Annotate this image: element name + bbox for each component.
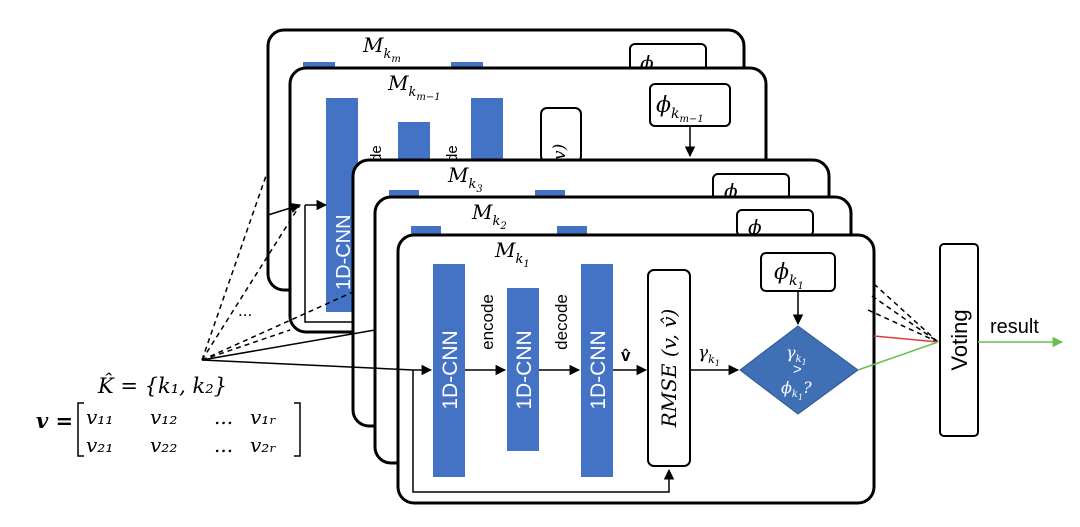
cnn-block-km1-3	[471, 98, 503, 162]
voting-connections	[857, 283, 939, 371]
cnn-label-k1-2: 1D-CNN	[513, 330, 536, 409]
encode-label-km1: de	[368, 145, 385, 162]
cnn-label-k1-3: 1D-CNN	[587, 330, 610, 409]
cnn-label-km1-1: 1D-CNN	[333, 214, 355, 290]
diamond-gamma: γk1	[786, 343, 807, 367]
threshold-label-k1: ϕk1	[774, 260, 804, 292]
cnn-block-km1-2	[398, 122, 430, 162]
matrix-cell: v₂₁	[86, 433, 113, 457]
threshold-label-k2: ϕ	[748, 215, 762, 239]
matrix-cell: ...	[214, 405, 233, 429]
cards-ellipsis: ...	[238, 301, 252, 320]
matrix-cell: v₁₂	[150, 405, 177, 429]
model-title-k2: Mk2	[471, 200, 507, 232]
model-title-k3: Mk3	[447, 163, 483, 195]
cnn-block-k2-1	[411, 226, 441, 236]
rmse-box	[647, 269, 691, 467]
rmse-label-km1: v)	[550, 144, 570, 160]
cnn-block-k3-1	[389, 190, 419, 200]
gamma-label: γk1	[698, 343, 720, 368]
vote-line-red	[873, 335, 939, 343]
diamond-phi: ϕk1?	[781, 378, 812, 402]
matrix-bracket-left	[77, 402, 84, 457]
cnn-block-k2-2	[557, 226, 587, 236]
voting-box: Voting	[939, 243, 979, 437]
matrix-cell: v₁ᵣ	[250, 405, 276, 429]
threshold-label-km1: ϕkm−1	[656, 93, 704, 125]
model-card-k1: Mk1 1D-CNN 1D-CNN 1D-CNN encode decode v…	[396, 233, 876, 505]
cnn-block-k1-latent	[507, 288, 539, 451]
matrix-cell: v₁₁	[86, 405, 113, 429]
khat-set-label: K̂ = {k₁, k₂}	[97, 374, 227, 398]
rmse-label: RMSE (v, v̂)	[657, 309, 681, 429]
input-notation: K̂ = {k₁, k₂} v = v₁₁ v₁₂ ... v₁ᵣ v₂₁ v₂…	[36, 374, 301, 457]
matrix-cell: v₂₂	[150, 433, 177, 457]
cnn-block-k1-encoder	[433, 264, 465, 477]
model-title-km: Mkm	[362, 33, 401, 65]
result-label: result	[990, 316, 1039, 338]
model-title-km1: Mkm−1	[387, 71, 441, 103]
matrix-cell: ...	[214, 433, 233, 457]
model-title-k1: Mk1	[494, 238, 530, 270]
matrix-cell: v₂ᵣ	[250, 433, 276, 457]
matrix-bracket-right	[294, 402, 301, 457]
decision-diamond	[739, 325, 859, 415]
decode-label-km1: de	[444, 145, 461, 162]
cnn-label-k1-1: 1D-CNN	[439, 330, 462, 409]
cnn-block-k3-2	[535, 190, 565, 200]
decode-label: decode	[552, 294, 571, 350]
v-vector-label: v =	[36, 408, 73, 433]
vote-line-green	[857, 341, 939, 371]
voting-label: Voting	[947, 309, 972, 370]
cnn-block-k1-decoder	[581, 264, 613, 477]
diamond-gt: >	[793, 361, 802, 378]
v-hat-label: v̂	[621, 346, 631, 365]
encode-label: encode	[478, 294, 497, 350]
input-connections	[201, 169, 414, 371]
